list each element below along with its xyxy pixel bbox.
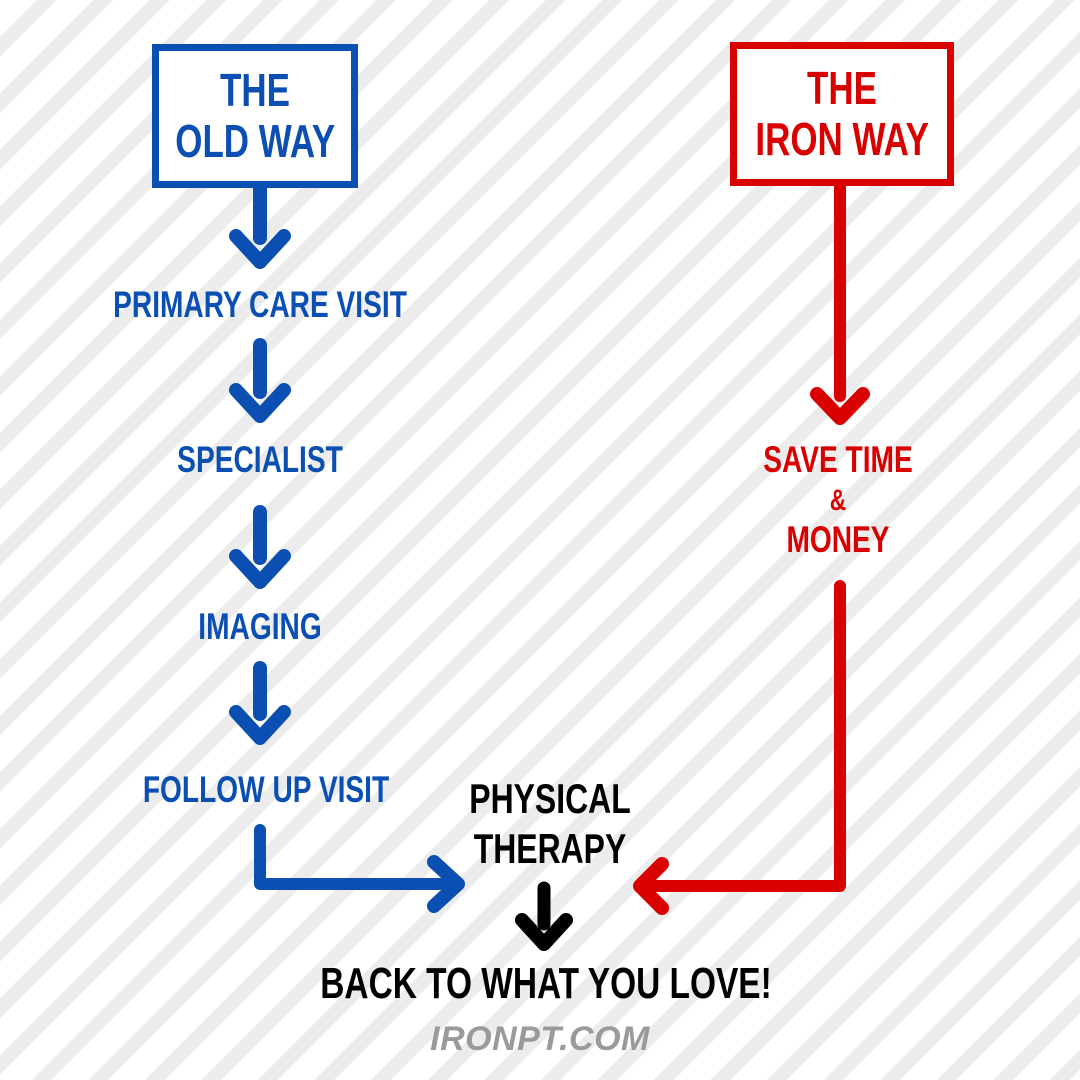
- old-way-step-follow-up: FOLLOW UP VISIT: [142, 769, 390, 810]
- iron-way-arrow-1: [810, 180, 870, 425]
- iron-way-title-box: THE IRON WAY: [730, 42, 954, 186]
- old-way-arrow-2: [229, 338, 291, 423]
- old-way-title-box: THE OLD WAY: [152, 44, 358, 188]
- iron-way-step-line1: SAVE TIME: [763, 439, 913, 480]
- therapy-down-arrow: [515, 881, 573, 951]
- iron-way-title-line2: IRON WAY: [755, 113, 929, 165]
- old-way-elbow-arrow: [254, 824, 465, 913]
- old-way-step-specialist: SPECIALIST: [177, 439, 343, 480]
- iron-way-step-line3: MONEY: [786, 519, 890, 560]
- website-footer: IRONPT.COM: [430, 1020, 650, 1058]
- old-way-step-imaging: IMAGING: [198, 606, 322, 647]
- outcome-text: BACK TO WHAT YOU LOVE!: [320, 959, 772, 1008]
- old-way-step-primary-care: PRIMARY CARE VISIT: [113, 284, 407, 325]
- destination-line1: PHYSICAL: [469, 775, 631, 822]
- old-way-arrow-3: [229, 505, 291, 589]
- old-way-arrow-1: [229, 181, 291, 269]
- old-way-title-line2: OLD WAY: [175, 115, 335, 167]
- iron-way-step-line2: &: [829, 484, 847, 517]
- destination-line2: THERAPY: [473, 825, 627, 872]
- old-way-arrow-4: [229, 661, 291, 745]
- iron-way-title-line1: THE: [807, 62, 877, 115]
- old-way-title-line1: THE: [220, 64, 290, 117]
- iron-way-elbow-arrow: [633, 580, 846, 915]
